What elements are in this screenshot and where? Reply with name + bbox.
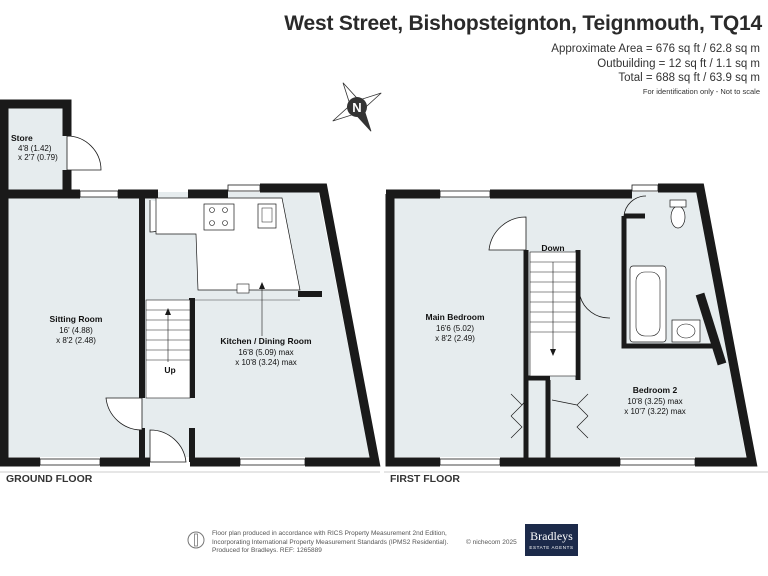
store-name: Store (11, 133, 33, 143)
footer-disclaimer: Floor plan produced in accordance with R… (212, 530, 472, 556)
outbuilding-area: Outbuilding = 12 sq ft / 1.1 sq m (597, 58, 760, 70)
stairs-up-label: Up (164, 365, 175, 375)
sitting-room-name: Sitting Room (50, 314, 103, 324)
kitchen-name: Kitchen / Dining Room (220, 336, 312, 346)
ground-floor-plan (0, 99, 381, 467)
kitchen-dim2: x 10'8 (3.24) max (235, 358, 297, 367)
stairs-down-label: Down (541, 243, 564, 253)
approximate-area: Approximate Area = 676 sq ft / 62.8 sq m (551, 43, 760, 55)
first-floor-plan (385, 183, 758, 467)
brand-name: Bradleys (530, 529, 573, 543)
store-dim1: 4'8 (1.42) (18, 144, 52, 153)
bedroom2-dim2: x 10'7 (3.22) max (624, 407, 686, 416)
footer-line-1: Floor plan produced in accordance with R… (212, 530, 447, 537)
main-bedroom-dim2: x 8'2 (2.49) (435, 334, 475, 343)
property-title: West Street, Bishopsteignton, Teignmouth… (284, 12, 762, 35)
compass-letter: N (352, 100, 361, 115)
scale-note: For identification only - Not to scale (642, 87, 760, 96)
main-bedroom-name: Main Bedroom (425, 312, 484, 322)
bedroom2-name: Bedroom 2 (633, 385, 678, 395)
rics-logo-icon (187, 531, 205, 549)
compass-icon (332, 82, 382, 132)
footer-line-3: Produced for Bradleys. REF: 1265889 (212, 547, 322, 554)
bedroom2-dim1: 10'8 (3.25) max (627, 397, 682, 406)
footer-line-2: Incorporating International Property Mea… (212, 538, 449, 546)
sitting-room-dim2: x 8'2 (2.48) (56, 336, 96, 345)
footer-copyright: © nichecom 2025 (466, 539, 517, 546)
main-bedroom-dim1: 16'6 (5.02) (436, 324, 474, 333)
sitting-room-dim1: 16' (4.88) (59, 326, 93, 335)
brand-subtitle: ESTATE AGENTS (529, 545, 574, 550)
first-floor-label: FIRST FLOOR (390, 473, 460, 485)
ground-floor-label: GROUND FLOOR (6, 473, 93, 485)
total-area: Total = 688 sq ft / 63.9 sq m (618, 72, 760, 84)
bradleys-logo: Bradleys ESTATE AGENTS (525, 524, 578, 556)
kitchen-dim1: 16'8 (5.09) max (238, 348, 293, 357)
store-dim2: x 2'7 (0.79) (18, 153, 58, 162)
